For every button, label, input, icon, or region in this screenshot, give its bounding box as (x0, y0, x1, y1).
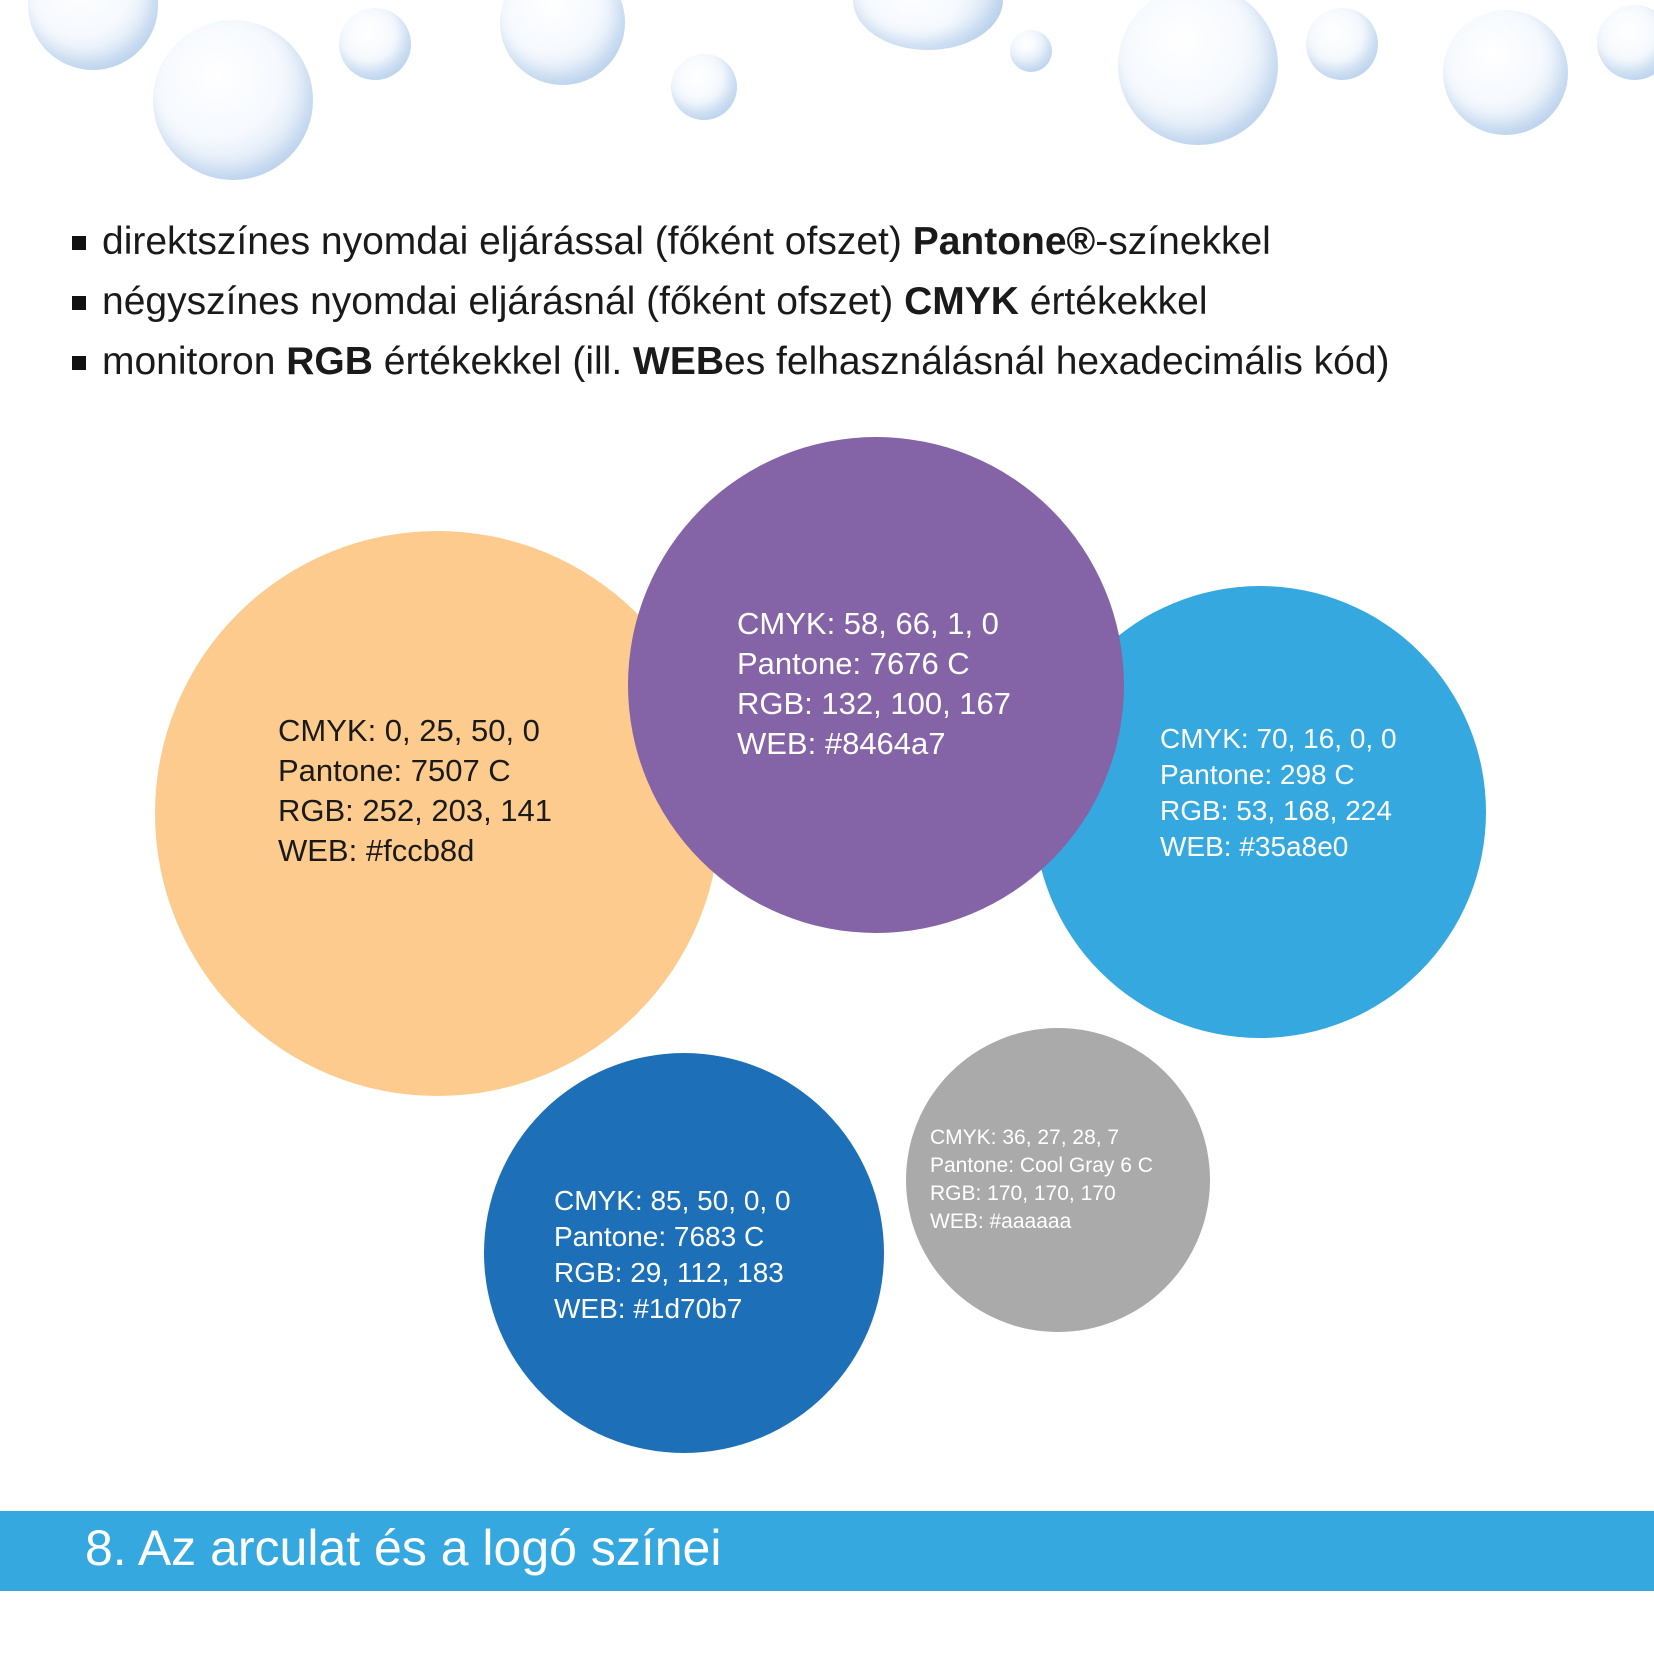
rgb-value: RGB: 53, 168, 224 (1160, 795, 1392, 826)
web-value: WEB: #fccb8d (278, 833, 475, 868)
rgb-value: RGB: 252, 203, 141 (278, 793, 553, 828)
decorative-bubble (1597, 5, 1654, 80)
decorative-bubble (339, 8, 411, 80)
cmyk-value: CMYK: 70, 16, 0, 0 (1160, 723, 1397, 754)
web-value: WEB: #aaaaaa (930, 1210, 1072, 1233)
decorative-bubble (853, 0, 1003, 50)
swatch-info-orange: CMYK: 0, 25, 50, 0 Pantone: 7507 C RGB: … (278, 711, 552, 871)
decorative-bubble (500, 0, 625, 85)
swatch-info-lightblue: CMYK: 70, 16, 0, 0 Pantone: 298 C RGB: 5… (1160, 721, 1397, 865)
bullet-item: monitoron RGB értékekkel (ill. WEBes fel… (72, 332, 1390, 392)
section-title: 8. Az arculat és a logó színei (85, 1520, 722, 1576)
color-usage-list: direktszínes nyomdai eljárással (főként … (72, 212, 1390, 392)
bullet-item: direktszínes nyomdai eljárással (főként … (72, 212, 1390, 272)
cmyk-value: CMYK: 58, 66, 1, 0 (737, 606, 999, 641)
swatch-circle-purple (628, 437, 1124, 933)
web-value: WEB: #8464a7 (737, 726, 946, 761)
rgb-value: RGB: 170, 170, 170 (930, 1182, 1116, 1205)
web-value: WEB: #35a8e0 (1160, 831, 1349, 862)
swatch-info-purple: CMYK: 58, 66, 1, 0 Pantone: 7676 C RGB: … (737, 604, 1011, 764)
swatch-info-gray: CMYK: 36, 27, 28, 7 Pantone: Cool Gray 6… (930, 1124, 1153, 1236)
swatch-info-darkblue: CMYK: 85, 50, 0, 0 Pantone: 7683 C RGB: … (554, 1183, 791, 1327)
cmyk-value: CMYK: 0, 25, 50, 0 (278, 713, 540, 748)
rgb-value: RGB: 29, 112, 183 (554, 1257, 784, 1288)
web-value: WEB: #1d70b7 (554, 1293, 743, 1324)
rgb-value: RGB: 132, 100, 167 (737, 686, 1012, 721)
section-title-bar: 8. Az arculat és a logó színei (0, 1511, 1654, 1591)
cmyk-value: CMYK: 85, 50, 0, 0 (554, 1185, 791, 1216)
bullet-item: négyszínes nyomdai eljárásnál (főként of… (72, 272, 1390, 332)
decorative-bubble (153, 20, 313, 180)
cmyk-value: CMYK: 36, 27, 28, 7 (930, 1126, 1120, 1149)
decorative-bubble (1306, 8, 1378, 80)
pantone-value: Pantone: 7507 C (278, 753, 511, 788)
pantone-value: Pantone: 7683 C (554, 1221, 765, 1252)
pantone-value: Pantone: Cool Gray 6 C (930, 1154, 1153, 1177)
swatch-circle-darkblue (484, 1053, 884, 1453)
swatch-circle-gray (906, 1028, 1210, 1332)
decorative-bubble (1118, 0, 1278, 145)
decorative-bubble (1443, 10, 1568, 135)
decorative-bubble (1010, 30, 1052, 72)
decorative-bubble (28, 0, 158, 70)
pantone-value: Pantone: 7676 C (737, 646, 970, 681)
pantone-value: Pantone: 298 C (1160, 759, 1355, 790)
swatch-circle-orange (155, 531, 720, 1096)
decorative-bubble (671, 54, 737, 120)
